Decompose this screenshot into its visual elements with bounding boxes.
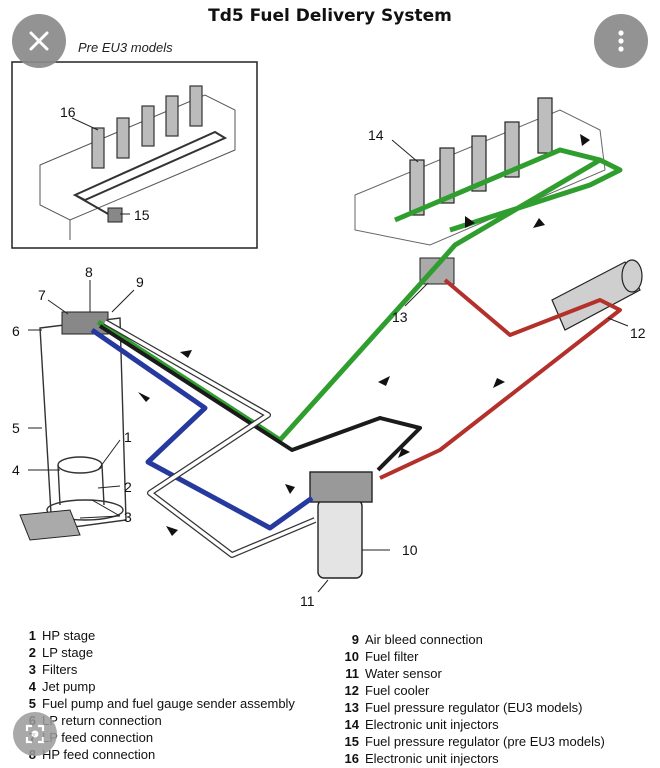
legend-label: Filters xyxy=(42,662,78,677)
legend-number: 13 xyxy=(344,700,359,715)
flow-arrows xyxy=(138,134,590,536)
legend-label: Air bleed connection xyxy=(365,632,483,647)
legend-item: 4 Jet pump xyxy=(20,678,295,695)
inset-subtitle: Pre EU3 models xyxy=(78,40,173,55)
legend-label: Fuel pressure regulator (pre EU3 models) xyxy=(365,734,605,749)
legend-label: Fuel pump and fuel gauge sender assembly xyxy=(42,696,295,711)
legend-item: 8HP feed connection xyxy=(20,746,295,763)
legend-label: LP stage xyxy=(42,645,94,660)
legend-label: Fuel pressure regulator (EU3 models) xyxy=(365,700,583,715)
inset-frame xyxy=(11,61,258,249)
legend-number: 10 xyxy=(344,649,359,664)
legend-label: HP stage xyxy=(42,628,96,643)
callout-leaders xyxy=(28,117,629,593)
legend-number: 4 xyxy=(28,679,36,694)
callout-16: 16 xyxy=(60,104,76,120)
lens-icon xyxy=(25,724,45,744)
legend-left: 1 HP stage 2 LP stage 3 Filters 4 Jet pump 5 Fuel… xyxy=(20,627,295,763)
legend-item: 2 LP stage xyxy=(20,644,295,661)
callout-7: 7 xyxy=(38,287,46,303)
legend-number: 3 xyxy=(28,662,36,677)
callout-4: 4 xyxy=(12,462,20,478)
fuel-system-diagram: 16 15 14 13 12 10 11 1 2 3 4 5 6 7 8 9 xyxy=(11,61,646,609)
legend-label: Jet pump xyxy=(42,679,96,694)
red-return-line xyxy=(379,278,622,480)
legend-item: 16 Electronic unit injectors xyxy=(343,750,605,767)
fuel-filter xyxy=(309,471,373,579)
legend-number: 5 xyxy=(28,696,36,711)
legend-number: 16 xyxy=(344,751,359,766)
close-button[interactable] xyxy=(12,14,66,68)
legend-number: 15 xyxy=(344,734,359,749)
legend-item: 14 Electronic unit injectors xyxy=(343,716,605,733)
legend-label: Water sensor xyxy=(365,666,442,681)
callout-3: 3 xyxy=(124,509,132,525)
lens-button[interactable] xyxy=(13,712,57,756)
legend-label: Fuel filter xyxy=(365,649,419,664)
close-icon xyxy=(29,31,49,51)
legend-number: 9 xyxy=(351,632,359,647)
legend-number: 14 xyxy=(344,717,359,732)
white-line-inner xyxy=(104,320,316,557)
legend-label: Electronic unit injectors xyxy=(365,751,499,766)
callout-12: 12 xyxy=(630,325,646,341)
inset-engine-head xyxy=(39,94,236,240)
legend-item: 12 Fuel cooler xyxy=(343,682,605,699)
fuel-cooler xyxy=(551,259,643,331)
green-rail xyxy=(394,147,601,223)
green-hp-line xyxy=(96,157,623,443)
legend-label: Electronic unit injectors xyxy=(365,717,499,732)
engine-head xyxy=(354,109,606,246)
black-line xyxy=(98,324,422,472)
inset-injectors xyxy=(91,85,203,169)
callout-1: 1 xyxy=(124,429,132,445)
legend-number: 12 xyxy=(344,683,359,698)
legend-number: 2 xyxy=(28,645,36,660)
callout-5: 5 xyxy=(12,420,20,436)
legend-label: HP feed connection xyxy=(42,747,156,762)
callout-11: 11 xyxy=(300,593,315,609)
more-options-button[interactable] xyxy=(594,14,648,68)
more-vertical-icon xyxy=(618,30,624,52)
callout-13: 13 xyxy=(392,309,408,325)
unit-injectors xyxy=(409,97,553,216)
legend-item: 9 Air bleed connection xyxy=(343,631,605,648)
legend-label: Fuel cooler xyxy=(365,683,430,698)
legend-item: 7LP feed connection xyxy=(20,729,295,746)
legend-item: 13 Fuel pressure regulator (EU3 models) xyxy=(343,699,605,716)
legend-number: 1 xyxy=(28,628,36,643)
callout-8: 8 xyxy=(85,264,93,280)
callout-15: 15 xyxy=(134,207,150,223)
inset-regulator xyxy=(107,207,123,223)
callout-14: 14 xyxy=(368,127,384,143)
inset-fuel-rail xyxy=(72,130,228,216)
blue-lp-line xyxy=(90,327,314,531)
callout-9: 9 xyxy=(136,274,144,290)
legend-right: 9 Air bleed connection 10 Fuel filter 11 Wate… xyxy=(343,631,605,767)
legend-number: 11 xyxy=(345,666,359,681)
legend-item: 11 Water sensor xyxy=(343,665,605,682)
legend-label: LP feed connection xyxy=(42,730,154,745)
legend-item: 6LP return connection xyxy=(20,712,295,729)
callout-6: 6 xyxy=(12,323,20,339)
fuel-tank xyxy=(39,317,127,531)
legend-label: LP return connection xyxy=(42,713,162,728)
legend-item: 10 Fuel filter xyxy=(343,648,605,665)
diagram-title: Td5 Fuel Delivery System xyxy=(208,6,452,26)
legend-item: 15 Fuel pressure regulator (pre EU3 model… xyxy=(343,733,605,750)
legend-item: 5 Fuel pump and fuel gauge sender assembl… xyxy=(20,695,295,712)
callout-10: 10 xyxy=(402,542,418,558)
legend-item: 1 HP stage xyxy=(20,627,295,644)
legend-item: 3 Filters xyxy=(20,661,295,678)
tank-filter-pad xyxy=(19,509,81,541)
callout-2: 2 xyxy=(124,479,132,495)
